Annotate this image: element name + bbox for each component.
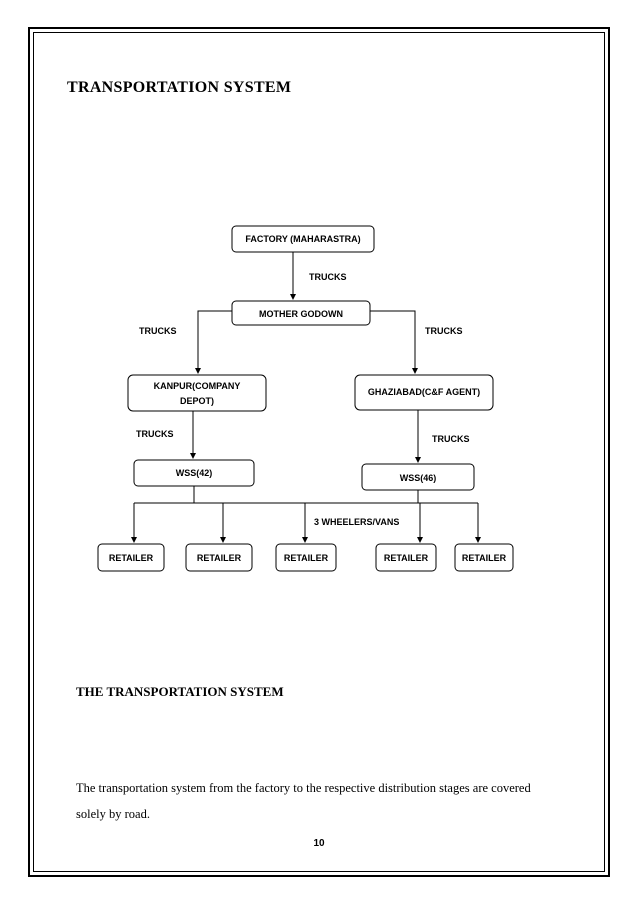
trucks-label-right-lower: TRUCKS — [432, 434, 470, 444]
kanpur-box — [127, 374, 267, 412]
trucks-label-left: TRUCKS — [139, 326, 177, 336]
wss-left-label: WSS(42) — [176, 468, 213, 478]
retailer-box-1 — [97, 543, 165, 572]
trucks-label-top: TRUCKS — [309, 272, 347, 282]
retailer-label-3: RETAILER — [284, 553, 329, 563]
retailer-box-5 — [454, 543, 514, 572]
page-border-outer — [28, 27, 610, 877]
mother-godown-label: MOTHER GODOWN — [259, 309, 343, 319]
page-number: 10 — [313, 838, 325, 849]
kanpur-label-line1: KANPUR(COMPANY — [154, 381, 241, 391]
retailer-label-2: RETAILER — [197, 553, 242, 563]
connector-godown-right — [370, 310, 418, 374]
page-border-inner — [33, 32, 605, 872]
factory-box — [231, 225, 375, 253]
retailer-label-1: RETAILER — [109, 553, 154, 563]
mother-godown-box — [231, 300, 371, 326]
section-subheading: THE TRANSPORTATION SYSTEM — [76, 684, 284, 699]
retailer-label-4: RETAILER — [384, 553, 429, 563]
retailer-box-2 — [185, 543, 253, 572]
page-heading: TRANSPORTATION SYSTEM — [67, 79, 292, 96]
body-paragraph: The transportation system from the facto… — [76, 781, 531, 821]
trucks-label-left-lower: TRUCKS — [136, 429, 174, 439]
ghaziabad-box — [354, 374, 494, 411]
wheelers-label: 3 WHEELERS/VANS — [314, 517, 399, 527]
retailer-box-3 — [275, 543, 337, 572]
kanpur-label-line2: DEPOT) — [180, 396, 214, 406]
trucks-label-right: TRUCKS — [425, 326, 463, 336]
retailer-label-5: RETAILER — [462, 553, 507, 563]
wss-right-label: WSS(46) — [400, 473, 437, 483]
factory-label: FACTORY (MAHARASTRA) — [245, 234, 360, 244]
retailer-box-4 — [375, 543, 437, 572]
ghaziabad-label: GHAZIABAD(C&F AGENT) — [368, 387, 480, 397]
connector-godown-left — [195, 310, 232, 374]
